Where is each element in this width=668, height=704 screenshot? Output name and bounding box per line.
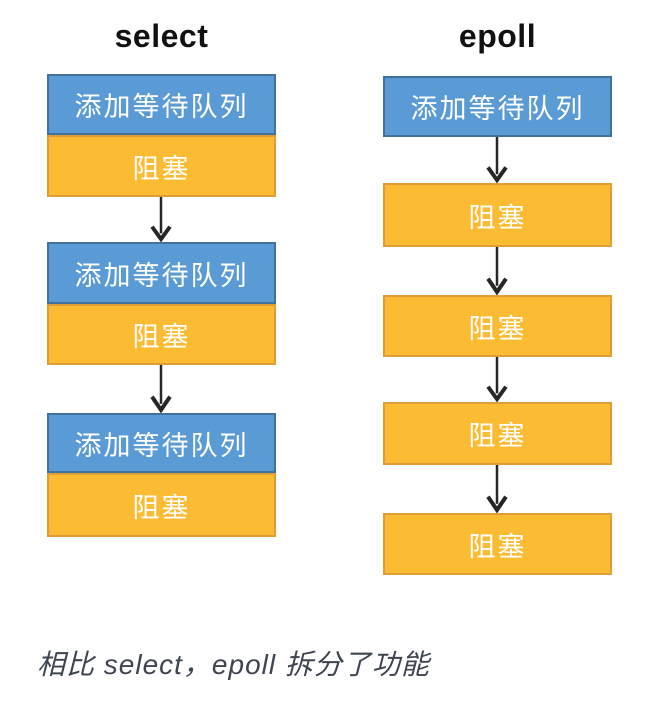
caption-text: 相比 select，epoll 拆分了功能	[37, 649, 430, 680]
select-add-wait-queue-box-1: 添加等待队列	[47, 74, 276, 135]
arrow-down-icon	[485, 247, 509, 295]
arrow-down-icon	[149, 365, 173, 413]
epoll-block-box-4: 阻塞	[383, 513, 612, 575]
select-add-wait-queue-box-3: 添加等待队列	[47, 413, 276, 473]
arrow-down-icon	[149, 197, 173, 242]
epoll-block-box-1: 阻塞	[383, 183, 612, 247]
select-block-box-2: 阻塞	[47, 304, 276, 365]
epoll-block-box-3: 阻塞	[383, 402, 612, 465]
arrow-down-icon	[485, 137, 509, 183]
select-block-box-1: 阻塞	[47, 135, 276, 197]
arrow-down-icon	[485, 357, 509, 402]
epoll-add-wait-queue-box: 添加等待队列	[383, 76, 612, 137]
select-add-wait-queue-box-2: 添加等待队列	[47, 242, 276, 304]
epoll-column-title: epoll	[458, 18, 537, 54]
select-column-title: select	[114, 18, 209, 54]
arrow-down-icon	[485, 465, 509, 513]
select-block-box-3: 阻塞	[47, 473, 276, 537]
epoll-block-box-2: 阻塞	[383, 295, 612, 357]
